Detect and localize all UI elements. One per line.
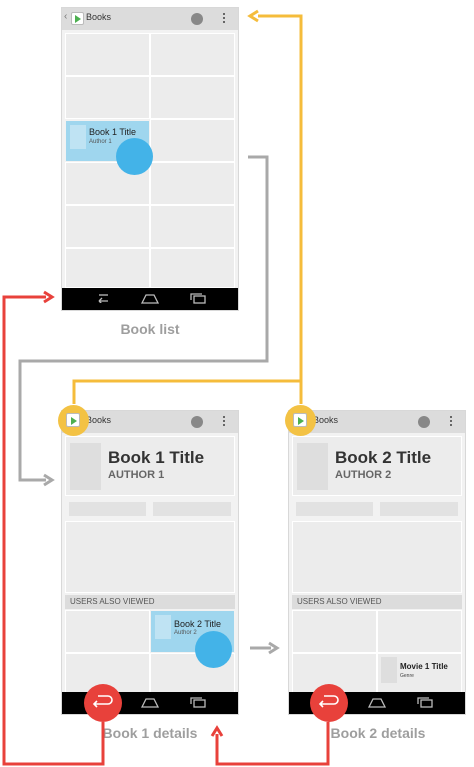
system-nav-bar	[62, 288, 238, 310]
yellow-up-arrow	[258, 14, 303, 404]
gray-arrowhead	[268, 641, 280, 655]
book-title: Book 1 Title	[89, 127, 137, 137]
related-tile[interactable]	[377, 610, 462, 653]
back-icon	[92, 695, 113, 708]
overflow-menu-icon[interactable]	[450, 416, 452, 428]
grid-tile[interactable]	[150, 205, 235, 248]
overflow-menu-icon[interactable]	[223, 13, 225, 25]
back-icon	[318, 695, 339, 708]
grid-tile[interactable]	[150, 248, 235, 288]
movie-title: Movie 1 Title	[400, 662, 448, 671]
app-title: Books	[86, 415, 112, 425]
description-area	[292, 521, 462, 593]
search-icon[interactable]	[191, 416, 203, 428]
search-icon[interactable]	[191, 13, 203, 25]
movie-cover-thumb	[381, 657, 397, 683]
related-tile[interactable]	[65, 610, 150, 653]
book-author: Author 1	[89, 139, 112, 145]
caption-book2-details: Book 2 details	[330, 725, 426, 741]
red-arrowhead	[210, 725, 224, 737]
grid-tile[interactable]	[65, 76, 150, 119]
overflow-menu-icon[interactable]	[223, 416, 225, 428]
book1-details-screen: Books Book 1 Title AUTHOR 1 USERS ALSO V…	[62, 411, 238, 714]
recent-apps-icon[interactable]	[190, 697, 206, 708]
red-arrowhead	[43, 290, 55, 304]
grid-tile[interactable]	[65, 248, 150, 288]
grid-tile[interactable]	[150, 119, 235, 162]
grid-tile[interactable]	[65, 33, 150, 76]
app-icon	[66, 413, 80, 427]
back-button-highlight[interactable]	[84, 684, 122, 722]
grid-tile[interactable]	[65, 205, 150, 248]
grid-tile[interactable]	[150, 76, 235, 119]
action-bar: Books	[289, 411, 465, 433]
yellow-arrowhead	[247, 9, 259, 23]
touch-indicator	[116, 138, 153, 175]
back-button-highlight[interactable]	[310, 684, 348, 722]
app-icon	[293, 413, 307, 427]
book-author: AUTHOR 1	[108, 469, 165, 481]
book-title: Book 2 Title	[335, 448, 432, 467]
app-title: Books	[313, 415, 339, 425]
book-cover-thumb	[155, 615, 171, 639]
book-cover-thumb	[70, 443, 101, 490]
gray-arrowhead	[43, 473, 55, 487]
caption-book-list: Book list	[120, 321, 180, 337]
caption-book1-details: Book 1 details	[102, 725, 198, 741]
home-icon[interactable]	[141, 293, 159, 304]
book-author: Author 2	[174, 630, 197, 636]
book-author: AUTHOR 2	[335, 469, 392, 481]
up-caret-icon[interactable]: ‹	[64, 11, 68, 22]
yellow-up-arrow	[72, 379, 301, 404]
book-title: Book 1 Title	[108, 448, 205, 467]
book-list-screen: ‹ Books Book 1 Title Author 1	[62, 8, 238, 310]
movie-genre: Genre	[400, 673, 414, 679]
recent-apps-icon[interactable]	[190, 293, 206, 304]
section-header: USERS ALSO VIEWED	[65, 595, 235, 609]
description-area	[65, 521, 235, 593]
up-button-highlight[interactable]	[285, 405, 316, 436]
up-button-highlight[interactable]	[58, 405, 89, 436]
app-icon[interactable]	[71, 12, 84, 25]
action-button[interactable]	[153, 502, 231, 516]
book-title: Book 2 Title	[174, 619, 222, 629]
touch-indicator	[195, 631, 232, 668]
book-cover-thumb	[297, 443, 328, 490]
recent-apps-icon[interactable]	[417, 697, 433, 708]
action-button[interactable]	[380, 502, 458, 516]
section-header: USERS ALSO VIEWED	[292, 595, 462, 609]
action-bar: ‹ Books	[62, 8, 238, 30]
grid-tile[interactable]	[150, 33, 235, 76]
back-icon[interactable]	[94, 293, 110, 303]
action-button[interactable]	[296, 502, 373, 516]
home-icon[interactable]	[141, 697, 159, 708]
related-movie-tile[interactable]: Movie 1 Title Genre	[377, 653, 462, 693]
red-back-arrow	[215, 722, 330, 766]
search-icon[interactable]	[418, 416, 430, 428]
related-tile[interactable]	[292, 610, 377, 653]
grid-tile[interactable]	[150, 162, 235, 205]
book-cover-thumb	[70, 125, 86, 149]
app-title: Books	[86, 12, 112, 22]
action-button[interactable]	[69, 502, 146, 516]
book2-details-screen: Books Book 2 Title AUTHOR 2 USERS ALSO V…	[289, 411, 465, 714]
home-icon[interactable]	[368, 697, 386, 708]
